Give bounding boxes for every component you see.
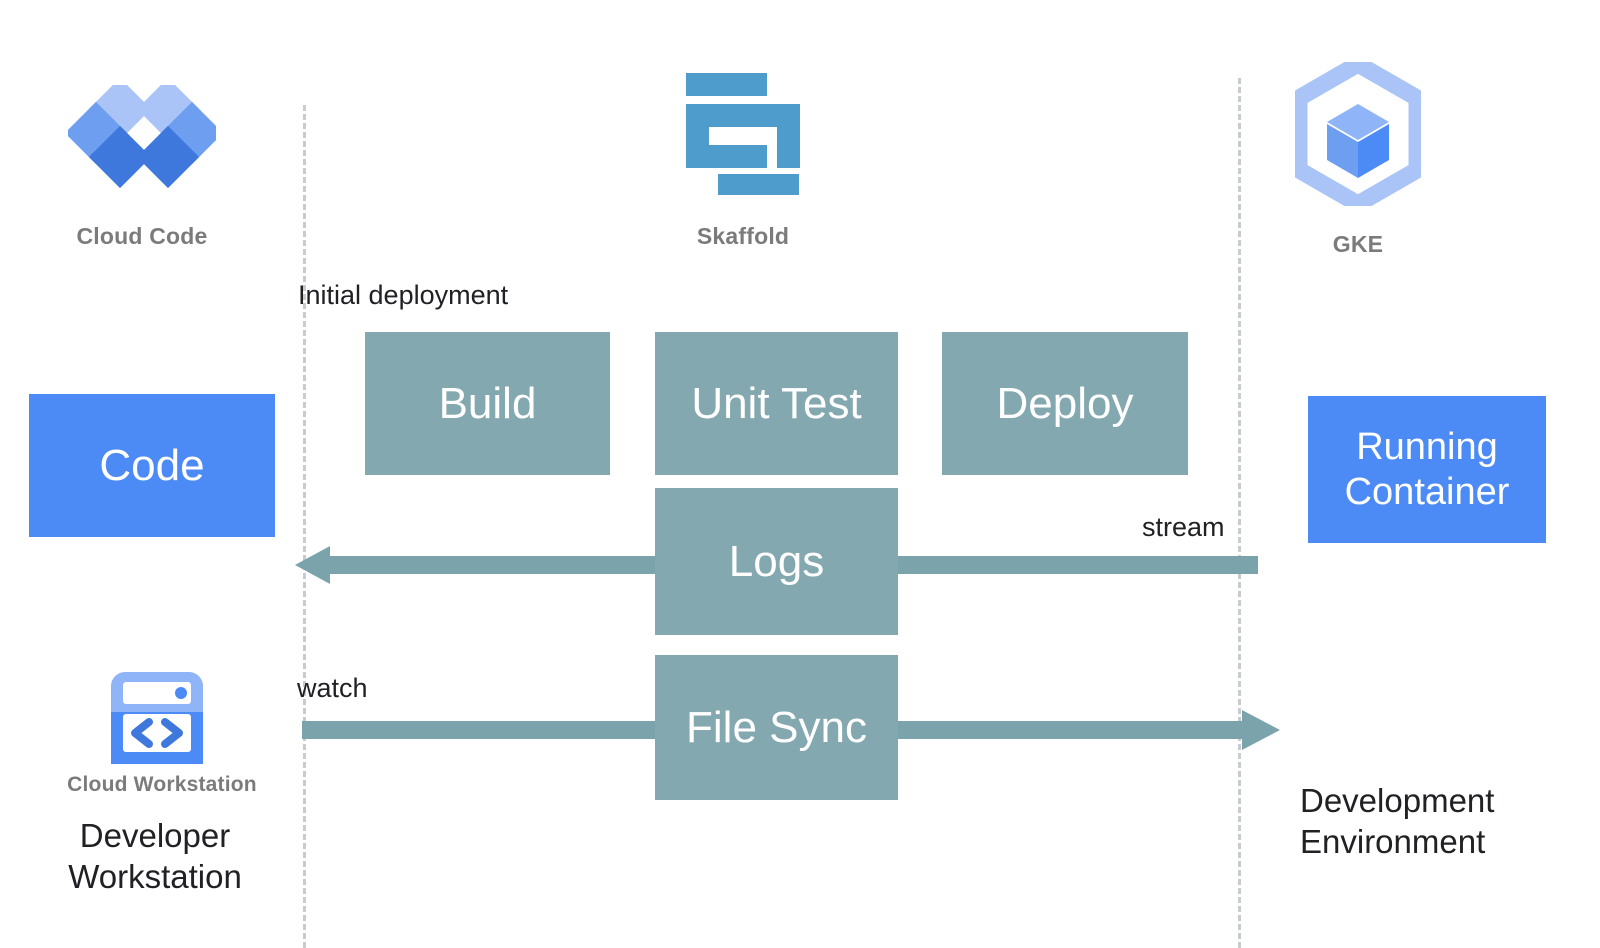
stream-label: stream <box>1142 512 1225 542</box>
developer-workstation-zone-label: Developer Workstation <box>68 817 242 896</box>
logs-box[interactable]: Logs <box>655 488 898 635</box>
skaffold-icon <box>686 73 800 195</box>
build-box[interactable]: Build <box>365 332 610 475</box>
running-container-box[interactable]: Running Container <box>1308 396 1546 543</box>
code-box[interactable]: Code <box>29 394 275 537</box>
cloud-code-icon <box>68 85 216 189</box>
unit-test-box[interactable]: Unit Test <box>655 332 898 475</box>
development-environment-zone-label: Development Environment <box>1300 782 1495 861</box>
gke-icon <box>1295 62 1421 206</box>
cloud-workstation-caption: Cloud Workstation <box>67 773 257 796</box>
skaffold-caption: Skaffold <box>696 223 790 249</box>
right-boundary-dashed-line <box>1238 78 1241 948</box>
file-sync-box[interactable]: File Sync <box>655 655 898 800</box>
left-boundary-dashed-line <box>303 105 306 948</box>
initial-deployment-label: Initial deployment <box>298 280 509 310</box>
cloud-code-caption: Cloud Code <box>76 223 208 249</box>
gke-caption: GKE <box>1332 231 1384 257</box>
cloud-workstation-icon <box>111 672 203 764</box>
deploy-box[interactable]: Deploy <box>942 332 1188 475</box>
watch-label: watch <box>297 673 368 703</box>
